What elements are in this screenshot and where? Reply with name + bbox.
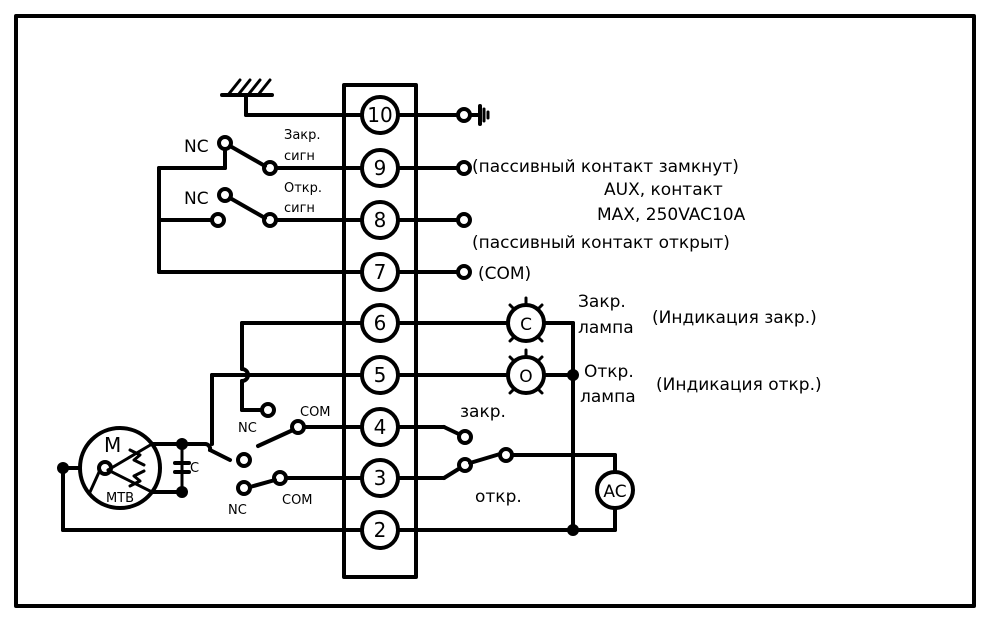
nc-label: NC [184,189,209,209]
indic-zakr-label: (Индикация закр.) [652,308,817,328]
lamp-c-letter: C [520,315,532,335]
zakr-switch-label: закр. [460,402,506,422]
terminal-7: 7 [360,252,400,292]
otkr-sign-label: Откр. [284,181,322,196]
terminal-5: 5 [360,355,400,395]
zakr-sign-label: Закр. [284,128,321,143]
svg-text:8: 8 [374,208,387,232]
terminal-9-output [456,160,472,176]
com-label: COM [282,493,313,508]
otkr-lampa-label: лампа [580,387,636,407]
zakr-sign-label: сигн [284,149,315,164]
earth-ground-icon [220,78,364,117]
terminal-8-output [456,212,472,228]
terminal-10: 10 [360,95,400,135]
svg-text:2: 2 [374,518,387,542]
zakr-lampa-label: лампа [578,318,634,338]
max-rating-label: MAX, 250VAC10A [597,205,746,225]
otkr-switch-label: откр. [475,487,522,507]
otkr-sign-label: сигн [284,201,315,216]
terminal-8: 8 [360,200,400,240]
svg-text:6: 6 [374,311,387,335]
capacitor-label: C [190,461,199,476]
svg-text:4: 4 [374,415,387,439]
nc-label: NC [238,421,257,436]
terminal-3: 3 [360,458,400,498]
terminal-7-output [456,264,472,280]
signal-switches [157,135,364,274]
motor-icon [78,426,162,510]
terminal-9: 9 [360,148,400,188]
ac-label: AC [603,482,626,502]
svg-text:5: 5 [374,363,387,387]
terminal-2: 2 [360,510,400,550]
com-label: (COM) [478,264,531,284]
zakr-lampa-label: Закр. [578,292,626,312]
svg-text:9: 9 [374,156,387,180]
motor-label: M [104,433,121,457]
capacitor-icon [173,461,191,474]
passive-open-label: (пассивный контакт открыт) [472,233,730,253]
svg-text:10: 10 [367,103,392,127]
terminal-4: 4 [360,407,400,447]
aux-contact-label: AUX, контакт [604,180,723,200]
passive-closed-label: (пассивный контакт замкнут) [472,157,739,177]
nc-label: NC [228,503,247,518]
otkr-lampa-label: Откр. [584,362,634,382]
nc-label: NC [184,137,209,157]
lamp-o-letter: O [519,367,532,387]
terminal-6: 6 [360,303,400,343]
svg-text:7: 7 [374,260,387,284]
terminal-10-ground-icon [396,104,490,126]
svg-text:3: 3 [374,466,387,490]
junction-dot [567,369,579,381]
terminal-block [342,83,418,579]
com-label: COM [300,405,331,420]
indic-otkr-label: (Индикация откр.) [656,375,822,395]
mtb-label: MTB [106,491,134,506]
frame [14,14,976,608]
